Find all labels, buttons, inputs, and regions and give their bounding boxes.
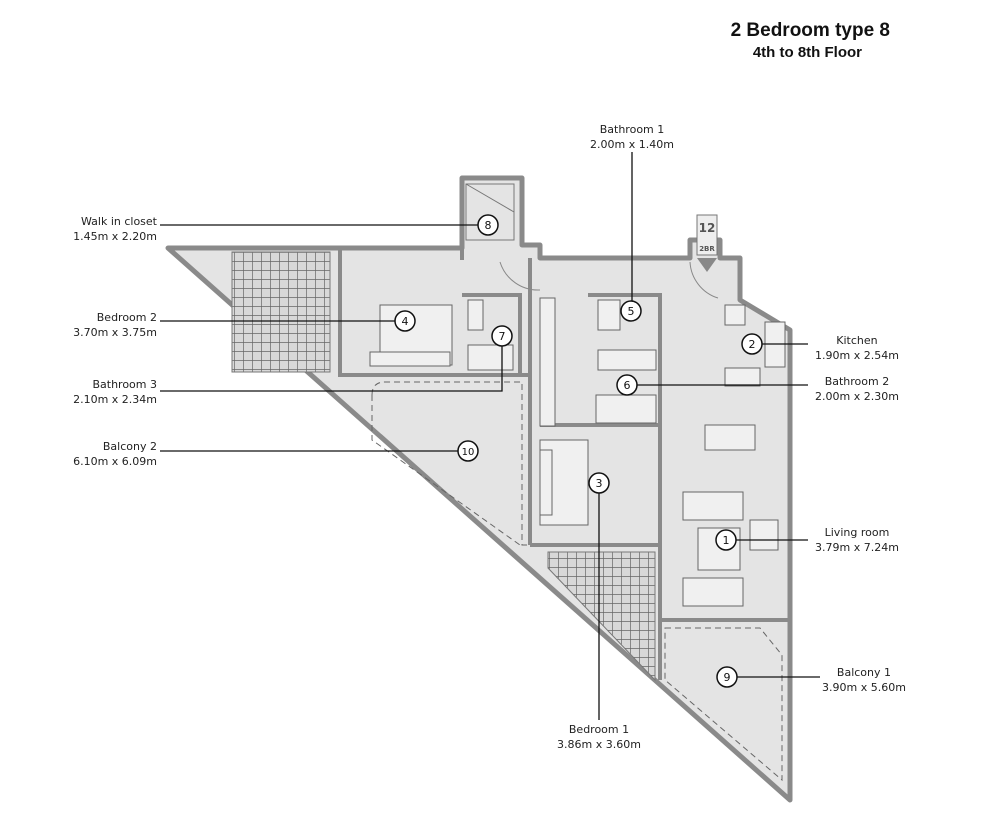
marker-10: 10 bbox=[462, 447, 475, 458]
interior-walls bbox=[338, 245, 790, 680]
plan-title: 2 Bedroom type 8 bbox=[730, 20, 890, 41]
unit-sign: 12 2BR bbox=[696, 214, 718, 272]
marker-4: 4 bbox=[402, 315, 409, 328]
planter-bottom bbox=[547, 551, 656, 682]
door-arc bbox=[499, 261, 541, 291]
marker-1: 1 bbox=[723, 534, 730, 547]
marker-6: 6 bbox=[624, 379, 631, 392]
marker-8: 8 bbox=[485, 219, 492, 232]
furniture bbox=[369, 297, 786, 607]
marker-3: 3 bbox=[596, 477, 603, 490]
door-arc bbox=[689, 261, 719, 299]
planter-left bbox=[231, 251, 331, 373]
leader-lines bbox=[160, 152, 820, 720]
marker-9: 9 bbox=[724, 671, 731, 684]
unit-number: 12 bbox=[699, 221, 716, 235]
plan-subtitle: 4th to 8th Floor bbox=[752, 44, 862, 61]
marker-5: 5 bbox=[628, 305, 635, 318]
marker-2: 2 bbox=[749, 338, 756, 351]
marker-7: 7 bbox=[499, 330, 506, 343]
unit-type: 2BR bbox=[699, 245, 715, 253]
room-markers bbox=[394, 214, 763, 688]
balcony-1-boundary bbox=[664, 627, 783, 782]
